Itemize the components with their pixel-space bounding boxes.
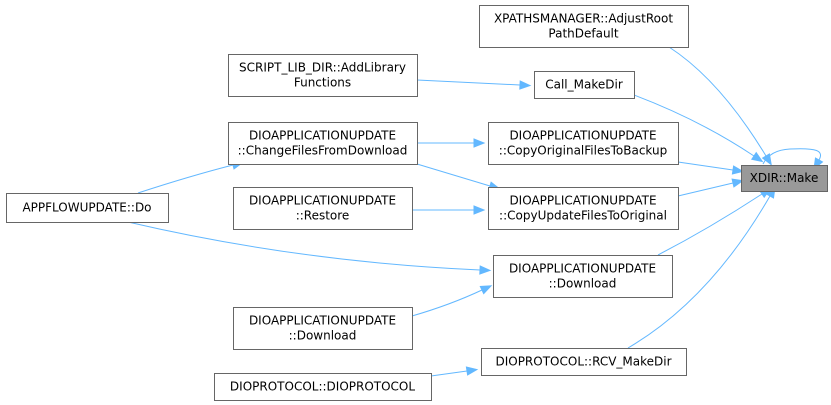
node-dio-download-mid[interactable]: DIOAPPLICATIONUPDATE::Download — [493, 255, 673, 298]
node-box — [488, 187, 679, 230]
edge-line — [411, 289, 483, 317]
node-label: Call_MakeDir — [545, 78, 623, 92]
edge-line — [416, 79, 521, 86]
node-dio-change[interactable]: DIOAPPLICATIONUPDATE::ChangeFilesFromDow… — [228, 122, 418, 165]
node-label: ::Restore — [296, 209, 350, 223]
node-xdir-make[interactable]: XDIR::Make — [741, 165, 828, 192]
edge-line — [627, 195, 771, 349]
edge-call_makedir-to-xdir_make — [633, 94, 764, 163]
edge-line — [657, 193, 763, 256]
node-box — [534, 71, 635, 99]
edge-line — [762, 148, 822, 165]
arrow-head-icon — [479, 285, 493, 295]
node-box — [214, 373, 432, 401]
node-box — [481, 348, 687, 376]
node-box — [6, 193, 169, 223]
node-label: ::CopyUpdateFilesToOriginal — [499, 209, 667, 223]
node-dioprotocol-ctor[interactable]: DIOPROTOCOL::DIOPROTOCOL — [214, 373, 432, 401]
graph-nodes: XDIR::Make XPATHSMANAGER::AdjustRootPathD… — [6, 5, 828, 401]
edge-line — [633, 94, 755, 157]
node-label: SCRIPT_LIB_DIR::AddLibrary — [239, 61, 406, 75]
node-appflow-do[interactable]: APPFLOWUPDATE::Do — [6, 193, 169, 223]
edge-script_lib-to-call_makedir — [416, 79, 532, 90]
node-box — [233, 187, 413, 230]
edge-line — [668, 46, 767, 157]
arrow-head-icon — [750, 151, 764, 163]
arrow-head-icon — [731, 165, 745, 175]
arrow-head-icon — [479, 265, 492, 275]
edge-dio_copy_backup-to-xdir_make — [677, 161, 745, 175]
edge-line — [416, 163, 491, 187]
graph-edges — [127, 46, 824, 377]
node-label: XDIR::Make — [750, 171, 819, 185]
edge-line — [677, 182, 734, 197]
node-label: DIOPROTOCOL::DIOPROTOCOL — [230, 380, 415, 394]
node-dioprotocol-rcv[interactable]: DIOPROTOCOL::RCV_MakeDir — [481, 348, 687, 376]
edge-appflow_do-to-dio_download_mid — [127, 221, 492, 275]
arrow-head-icon — [473, 205, 486, 215]
edge-dio_change-to-dio_copy_update — [416, 163, 501, 191]
node-label: ::Download — [289, 329, 357, 343]
node-dio-download-left[interactable]: DIOAPPLICATIONUPDATE::Download — [233, 307, 413, 350]
arrow-head-icon — [465, 366, 479, 376]
node-label: PathDefault — [548, 27, 619, 41]
node-label: ::CopyOriginalFilesToBackup — [499, 144, 667, 158]
edge-xpaths_adjust-to-xdir_make — [668, 46, 772, 166]
edge-dioprotocol_ctor-to-dioprotocol_rcv — [430, 366, 479, 377]
node-label: ::Download — [549, 277, 617, 291]
node-label: DIOAPPLICATIONUPDATE — [249, 314, 396, 328]
node-label: XPATHSMANAGER::AdjustRoot — [494, 12, 673, 26]
edge-appflow_do-to-dio_change — [137, 160, 244, 194]
node-dio-restore[interactable]: DIOAPPLICATIONUPDATE::Restore — [233, 187, 413, 230]
node-label: Functions — [294, 76, 351, 90]
node-label: DIOAPPLICATIONUPDATE — [509, 129, 656, 143]
edge-line — [137, 164, 234, 194]
node-label: APPFLOWUPDATE::Do — [22, 201, 151, 215]
edge-dio_restore-to-dio_copy_update — [412, 205, 486, 215]
node-box — [479, 5, 689, 48]
node-box — [228, 54, 418, 97]
edge-dio_change-to-dio_copy_backup — [417, 138, 486, 148]
node-box — [228, 122, 418, 165]
edge-line — [127, 221, 481, 271]
node-dio-copy-update[interactable]: DIOAPPLICATIONUPDATE::CopyUpdateFilesToO… — [488, 187, 679, 230]
node-label: DIOPROTOCOL::RCV_MakeDir — [495, 355, 671, 369]
edge-line — [430, 370, 468, 377]
node-call-makedir[interactable]: Call_MakeDir — [534, 71, 635, 99]
arrow-head-icon — [519, 80, 532, 90]
node-label: DIOAPPLICATIONUPDATE — [509, 194, 656, 208]
edge-line — [677, 161, 734, 171]
arrow-head-icon — [761, 153, 772, 166]
node-label: DIOAPPLICATIONUPDATE — [249, 129, 396, 143]
arrow-head-icon — [731, 178, 745, 188]
node-label: DIOAPPLICATIONUPDATE — [249, 194, 396, 208]
node-box — [741, 165, 828, 192]
edge-dio_copy_update-to-xdir_make — [677, 178, 745, 197]
node-dio-copy-backup[interactable]: DIOAPPLICATIONUPDATE::CopyOriginalFilesT… — [488, 122, 679, 165]
node-label: DIOAPPLICATIONUPDATE — [509, 262, 656, 276]
node-box — [233, 307, 413, 350]
node-box — [493, 255, 673, 298]
node-box — [488, 122, 679, 165]
node-label: ::ChangeFilesFromDownload — [238, 144, 408, 158]
edge-dio_download_left-to-dio_download_mid — [411, 285, 493, 317]
arrow-head-icon — [473, 138, 486, 148]
